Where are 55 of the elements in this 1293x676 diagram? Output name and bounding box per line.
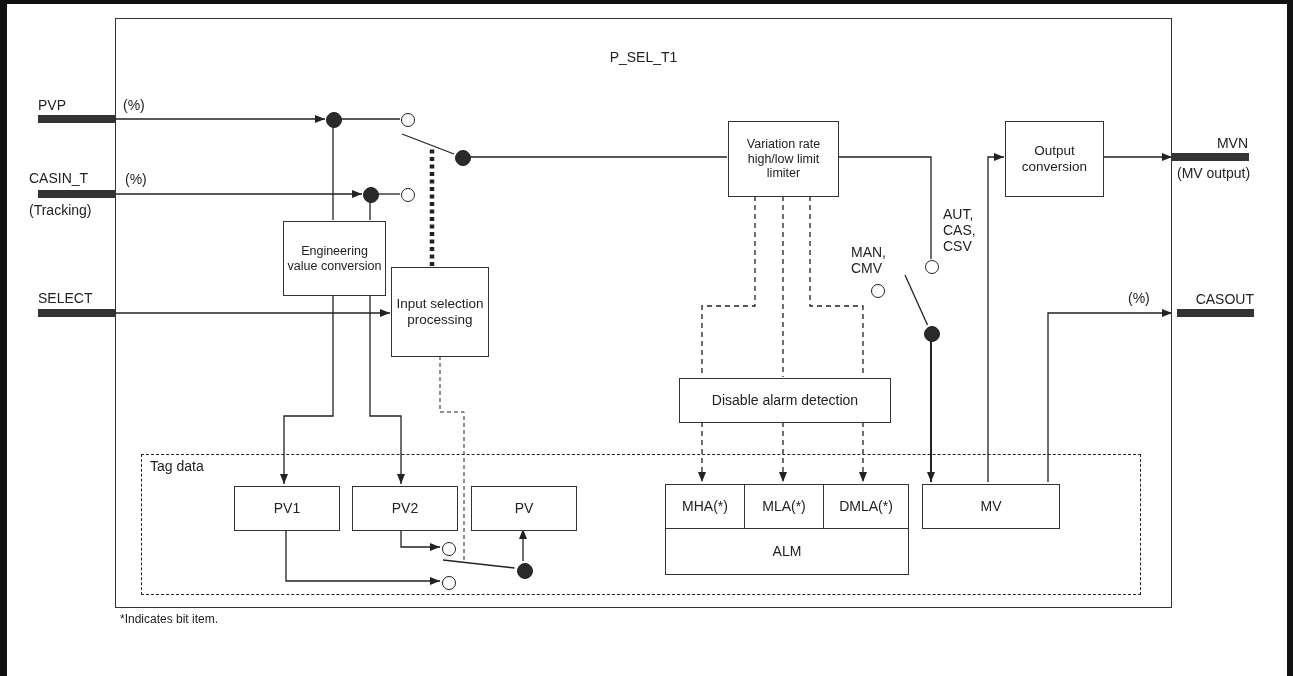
data-box: MV <box>922 484 1060 529</box>
dashed-connector <box>779 421 787 483</box>
group-label: Tag data <box>150 458 204 474</box>
signal-terminal: MVN <box>1172 135 1248 161</box>
edge-label: (%) <box>124 171 148 187</box>
side-note: AUT, CAS, CSV <box>943 206 976 254</box>
data-box: MHA(*) <box>665 484 745 529</box>
switch-contact <box>925 260 939 274</box>
edge-label: (%) <box>1127 290 1151 306</box>
arrow <box>114 115 326 123</box>
side-note: (MV output) <box>1177 165 1251 181</box>
junction-dot <box>326 112 342 128</box>
switch-contact <box>401 113 415 127</box>
signal-terminal: PVP <box>38 97 115 123</box>
arrow <box>369 294 405 485</box>
edge-label: (%) <box>122 97 146 113</box>
junction-dot <box>924 326 940 342</box>
data-box: ALM <box>665 528 909 575</box>
junction-dot <box>455 150 471 166</box>
process-box: Variation rate high/low limit limiter <box>728 121 839 197</box>
signal-terminal: CASOUT <box>1172 291 1254 317</box>
data-box: PV <box>471 486 577 531</box>
switch-contact <box>442 542 456 556</box>
junction-dot <box>363 187 379 203</box>
arrow <box>1102 153 1173 161</box>
arrow <box>987 153 1005 483</box>
block-title: P_SEL_T1 <box>609 49 678 65</box>
switch-contact <box>442 576 456 590</box>
signal-terminal: SELECT <box>38 290 115 317</box>
arrow <box>114 190 363 198</box>
data-box: PV1 <box>234 486 340 531</box>
process-box: Input selection processing <box>391 267 489 357</box>
dashed-connector <box>782 195 784 378</box>
arrow <box>1047 309 1173 483</box>
process-box: Engineering value conversion <box>283 221 386 296</box>
function-block-frame <box>115 18 1172 608</box>
data-box: DMLA(*) <box>823 484 909 529</box>
footnote: *Indicates bit item. <box>120 612 219 626</box>
dashed-connector <box>698 421 706 483</box>
process-box: Output conversion <box>1005 121 1104 197</box>
switch-contact <box>871 284 885 298</box>
arrow <box>114 309 391 317</box>
dashed-connector <box>859 421 867 483</box>
side-note: MAN, CMV <box>851 244 886 276</box>
process-box: Disable alarm detection <box>679 378 891 423</box>
switch-contact <box>401 188 415 202</box>
arrow <box>280 294 334 485</box>
arrow <box>927 340 935 483</box>
dashed-group <box>141 454 1141 595</box>
side-note: (Tracking) <box>29 202 92 218</box>
junction-dot <box>517 563 533 579</box>
dashed-connector <box>439 355 465 563</box>
data-box: PV2 <box>352 486 458 531</box>
signal-terminal: CASIN_T <box>29 170 115 198</box>
dashed-connector <box>429 147 435 266</box>
